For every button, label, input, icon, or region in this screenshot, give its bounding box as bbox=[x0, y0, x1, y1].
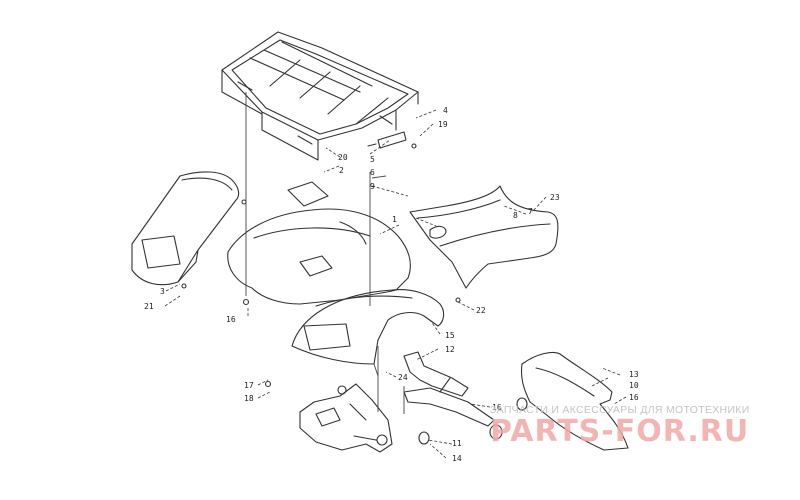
callout-6: 6 bbox=[370, 168, 375, 177]
callout-23: 23 bbox=[550, 193, 560, 202]
callout-16-middle: 16 bbox=[492, 403, 502, 412]
callout-8: 8 bbox=[513, 211, 518, 220]
callout-16-right: 16 bbox=[629, 393, 639, 402]
mount-bracket bbox=[299, 383, 393, 453]
callout-14: 14 bbox=[452, 454, 462, 463]
callout-9: 9 bbox=[370, 182, 375, 191]
mud-flap bbox=[520, 351, 629, 451]
callout-13: 13 bbox=[629, 370, 639, 379]
watermark-caption: ЗАПЧАСТИ И АКСЕССУАРЫ ДЛЯ МОТОТЕХНИКИ bbox=[490, 404, 750, 416]
callout-17: 17 bbox=[244, 381, 254, 390]
reference-lines bbox=[245, 92, 405, 414]
rear-fender bbox=[227, 181, 411, 305]
callout-10: 10 bbox=[629, 381, 639, 390]
callout-24: 24 bbox=[398, 373, 408, 382]
callout-12: 12 bbox=[445, 345, 455, 354]
callout-18: 18 bbox=[244, 394, 254, 403]
callout-16-left: 16 bbox=[226, 315, 236, 324]
callout-5: 5 bbox=[370, 155, 375, 164]
callout-11: 11 bbox=[452, 439, 462, 448]
small-hardware bbox=[181, 131, 528, 445]
callout-22: 22 bbox=[476, 306, 486, 315]
callout-20: 20 bbox=[338, 153, 348, 162]
callout-15: 15 bbox=[445, 331, 455, 340]
callout-labels: 1 2 3 4 5 6 7 8 9 10 11 12 13 14 15 16 1… bbox=[144, 106, 639, 463]
callout-21: 21 bbox=[144, 302, 154, 311]
callout-2: 2 bbox=[339, 166, 344, 175]
callout-4: 4 bbox=[443, 106, 448, 115]
callout-7: 7 bbox=[528, 207, 533, 216]
watermark-logo: PARTS-FOR.RU bbox=[490, 414, 750, 449]
callout-19: 19 bbox=[438, 120, 448, 129]
lower-fender bbox=[291, 289, 445, 365]
right-side-panel bbox=[409, 185, 559, 289]
callout-1: 1 bbox=[392, 215, 397, 224]
rear-rack bbox=[221, 31, 419, 161]
callout-3: 3 bbox=[160, 287, 165, 296]
leader-lines bbox=[164, 109, 627, 459]
hitch-linkage bbox=[403, 351, 495, 427]
left-side-panel bbox=[131, 171, 240, 286]
